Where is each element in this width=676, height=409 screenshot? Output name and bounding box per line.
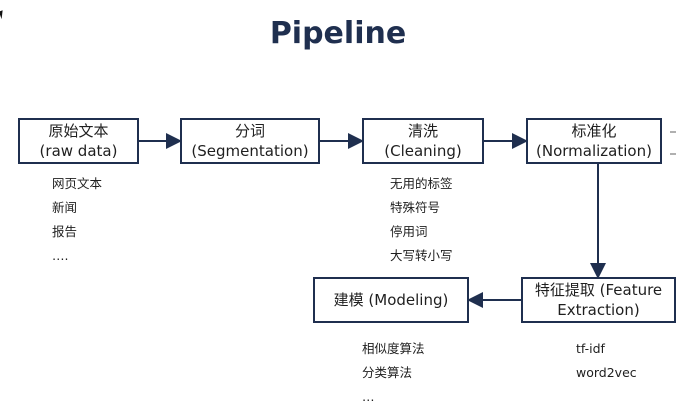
raw-data-examples: 网页文本 新闻 报告 …. [52,172,102,268]
node-cleaning-line1: 清洗 [407,122,438,140]
node-feature-extraction-line1: 特征提取 (Feature [534,281,663,299]
list-item: word2vec [576,365,637,380]
edge-fragment [670,153,676,155]
node-cleaning-line2: (Cleaning) [384,142,462,160]
list-item: 报告 [52,224,78,239]
list-item: 相似度算法 [362,341,425,356]
node-feature-extraction-line2: Extraction) [557,301,640,319]
node-feature-extraction: 特征提取 (Feature Extraction) [521,277,676,323]
list-item: 停用词 [390,224,428,239]
node-normalization-line2: (Normalization) [536,142,652,160]
list-item: 分类算法 [362,365,413,380]
list-item: 网页文本 [52,176,103,191]
list-item: tf-idf [576,341,605,356]
node-modeling-label: 建模 (Modeling) [333,291,449,309]
node-modeling: 建模 (Modeling) [313,277,469,323]
list-item: 新闻 [52,200,78,215]
list-item: 大写转小写 [390,248,453,263]
node-cleaning: 清洗 (Cleaning) [362,118,484,164]
node-normalization-line1: 标准化 [571,122,617,140]
list-item: 无用的标签 [390,176,453,191]
cleaning-examples: 无用的标签 特殊符号 停用词 大写转小写 [390,172,453,268]
node-segmentation: 分词 (Segmentation) [180,118,320,164]
edge-fragment [670,131,676,133]
node-segmentation-line1: 分词 [234,122,265,140]
node-raw-data-line1: 原始文本 [48,122,109,140]
page-title: Pipeline [269,16,407,51]
list-item: … [362,389,375,404]
node-normalization: 标准化 (Normalization) [526,118,662,164]
node-raw-data-line2: (raw data) [39,142,118,160]
list-item: …. [52,248,69,263]
node-segmentation-line2: (Segmentation) [191,142,309,160]
modeling-examples: 相似度算法 分类算法 … [362,337,425,409]
node-raw-data: 原始文本 (raw data) [18,118,139,164]
list-item: 特殊符号 [390,200,441,215]
feature-extraction-examples: tf-idf word2vec [576,337,637,385]
